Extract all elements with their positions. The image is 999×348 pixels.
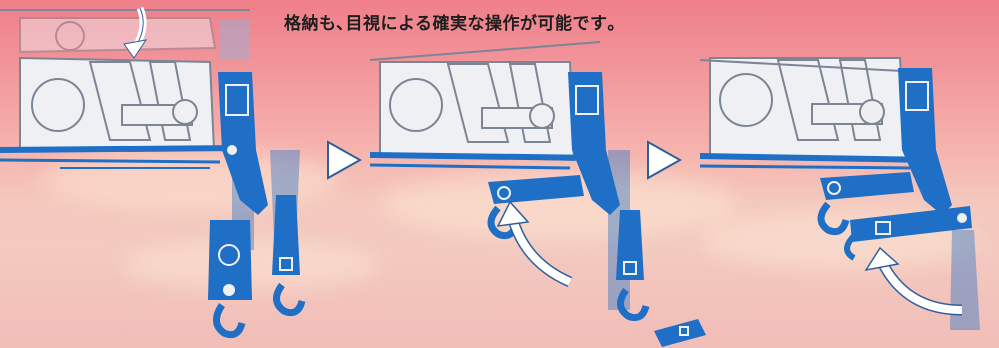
hook-left [213, 303, 246, 339]
curved-up-arrow-icon [864, 246, 963, 316]
boom-rails [700, 153, 931, 170]
boom-body [19, 56, 216, 151]
boom-body [709, 57, 908, 162]
step-2-illustration [370, 41, 650, 322]
boom-ghost [19, 17, 250, 60]
jib [817, 68, 972, 261]
jib [208, 72, 268, 300]
step-3-illustration [700, 57, 980, 330]
boom-rails [370, 152, 601, 170]
curved-up-arrow-icon [496, 200, 573, 288]
boom-body [379, 61, 576, 162]
hook-right [272, 195, 306, 317]
boom-rails [0, 145, 241, 169]
hook-right [616, 210, 650, 322]
down-arrow-icon [123, 6, 148, 59]
step-1-illustration [0, 6, 306, 339]
triangle-right-icon [327, 140, 362, 180]
caption: 格納も､目視による確実な操作が可能です｡ [284, 14, 617, 34]
triangle-right-icon [647, 140, 682, 180]
hook-detail-icon [654, 319, 706, 347]
